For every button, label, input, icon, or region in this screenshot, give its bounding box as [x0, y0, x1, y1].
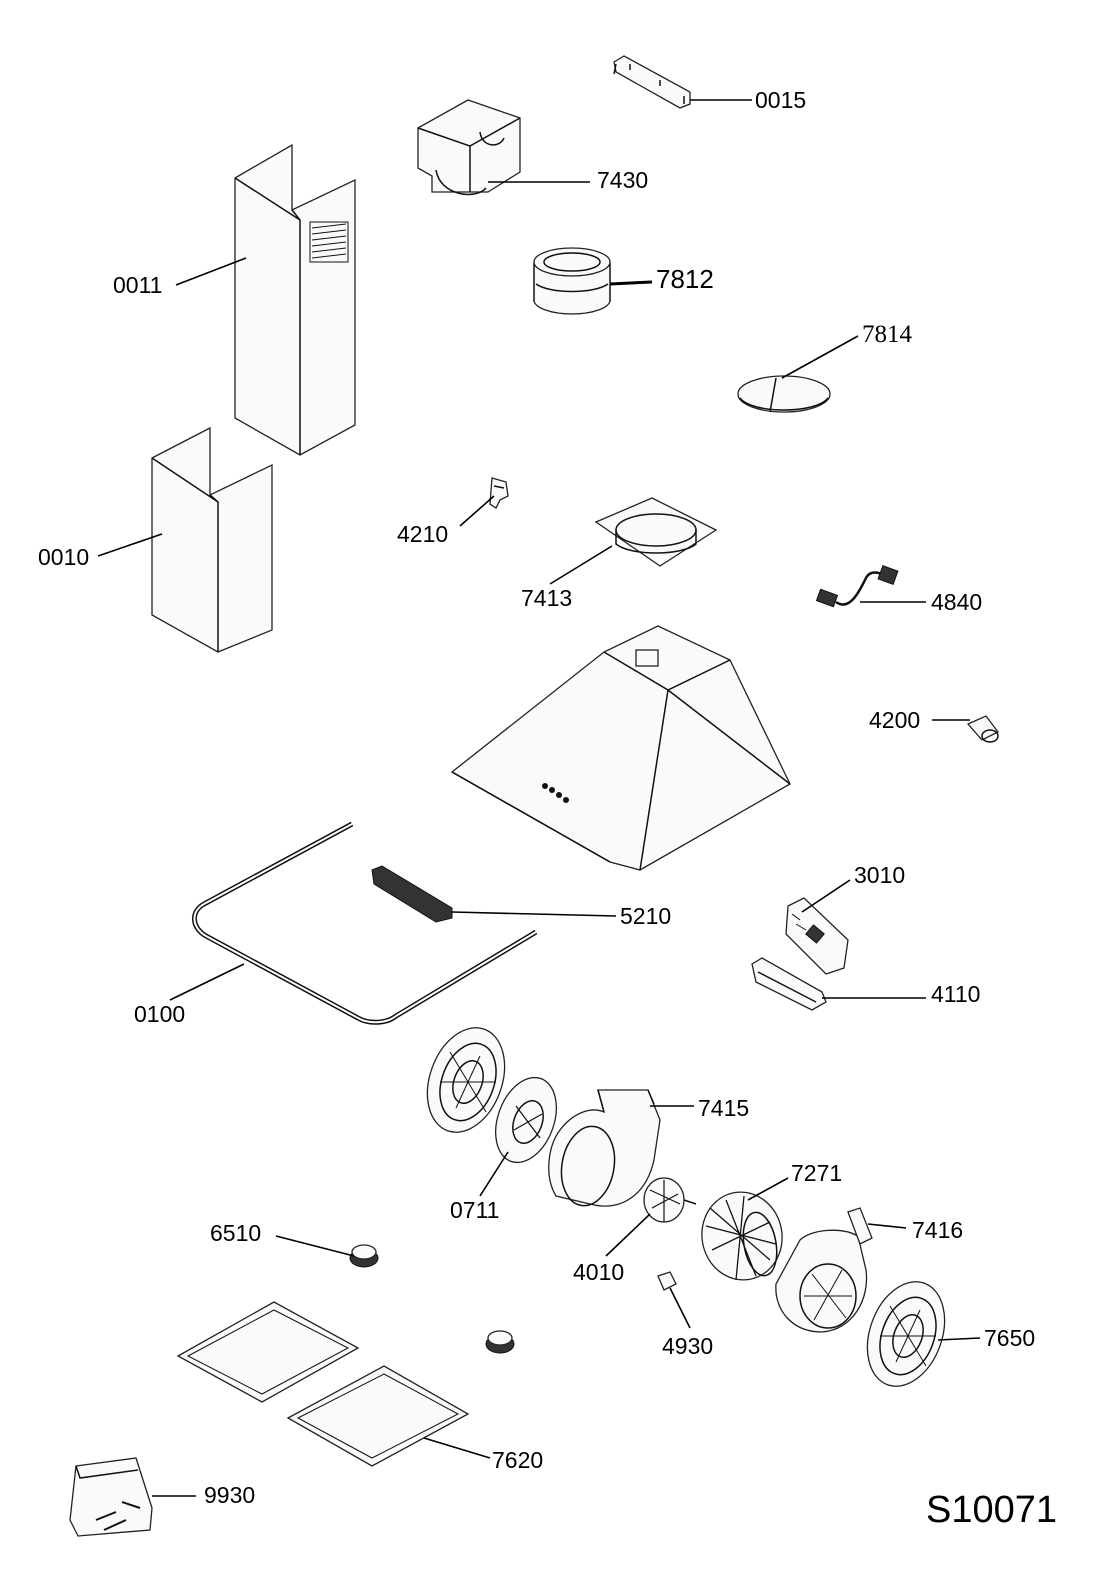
leader-0100: [169, 963, 245, 1001]
part-0010-lower-chimney[interactable]: [151, 426, 273, 653]
leader-6510: [275, 1235, 355, 1257]
label-0100[interactable]: 0100: [134, 1001, 185, 1027]
diagram-id: S10071: [926, 1489, 1057, 1531]
label-3010[interactable]: 5210: [620, 903, 671, 929]
part-9930-hardware-bag[interactable]: [69, 1457, 153, 1537]
part-7430-duct-adapter[interactable]: [417, 99, 521, 196]
label-7814[interactable]: 7814: [862, 321, 913, 348]
label-7271[interactable]: 7271: [791, 1160, 842, 1186]
label-7430[interactable]: 7430: [597, 167, 648, 193]
label-0010[interactable]: 0010: [38, 544, 89, 570]
part-4840-wiring-harness[interactable]: [815, 565, 899, 608]
label-5210[interactable]: 3010: [854, 862, 905, 888]
part-7620-grease-filter[interactable]: [286, 1365, 470, 1467]
leader-4010: [605, 1213, 651, 1257]
leader-4930: [669, 1287, 691, 1329]
part-7812-ring[interactable]: [533, 247, 611, 315]
label-4110[interactable]: 4110: [931, 981, 980, 1007]
label-4840[interactable]: 4840: [931, 589, 982, 615]
part-0015-bracket[interactable]: [613, 55, 691, 109]
label-7413[interactable]: 7413: [521, 585, 572, 611]
part-7416-housing[interactable]: [775, 1207, 873, 1333]
label-4200[interactable]: 4200: [869, 707, 920, 733]
label-7415[interactable]: 7415: [698, 1095, 749, 1121]
leader-4210: [459, 495, 495, 527]
second-knob: [485, 1330, 515, 1354]
label-0011[interactable]: 0011: [113, 272, 162, 298]
part-0100-frame[interactable]: [192, 821, 538, 1025]
label-4010[interactable]: 4010: [573, 1259, 624, 1285]
part-4200-lamp[interactable]: [966, 715, 999, 743]
leader-7650: [937, 1337, 981, 1341]
label-4210[interactable]: 4210: [397, 521, 448, 547]
part-4930-connector[interactable]: [657, 1271, 677, 1291]
part-7415-volute[interactable]: [548, 1089, 661, 1210]
leader-7416: [867, 1223, 907, 1229]
hood-canopy: [450, 625, 791, 871]
part-7814-damper-disk[interactable]: [737, 375, 831, 413]
part-0711-inlet-ring[interactable]: [485, 1069, 568, 1171]
part-7413-mounting-plate[interactable]: [594, 497, 718, 567]
label-0711[interactable]: 0711: [450, 1197, 499, 1223]
leader-7812: [609, 280, 653, 286]
label-4930[interactable]: 4930: [662, 1333, 713, 1359]
leader-0010: [97, 533, 163, 557]
leader-7413: [549, 545, 613, 585]
part-6510-knob[interactable]: [349, 1244, 379, 1268]
leader-7814: [781, 335, 859, 379]
leader-7271: [747, 1177, 789, 1201]
label-7812[interactable]: 7812: [656, 264, 714, 294]
part-0011-upper-chimney[interactable]: [234, 143, 356, 456]
left-fan-grille: [426, 1027, 506, 1133]
part-5210-pcb[interactable]: [785, 897, 849, 975]
leader-7620: [423, 1437, 491, 1459]
leader-3010: [451, 911, 617, 917]
label-9930[interactable]: 9930: [204, 1482, 255, 1508]
part-7271-impeller[interactable]: [695, 1186, 789, 1287]
label-0015[interactable]: 0015: [755, 87, 806, 113]
leader-5210: [801, 879, 851, 913]
part-4010-motor[interactable]: [643, 1177, 697, 1223]
part-7650-grille[interactable]: [854, 1271, 959, 1397]
grease-filter-upper: [176, 1301, 360, 1403]
label-7416[interactable]: 7416: [912, 1217, 963, 1243]
label-7650[interactable]: 7650: [984, 1325, 1035, 1351]
part-4110-cover[interactable]: [751, 957, 827, 1011]
leader-0011: [175, 257, 247, 286]
label-7620[interactable]: 7620: [492, 1447, 543, 1473]
part-4210-clip[interactable]: [489, 477, 509, 509]
label-6510[interactable]: 6510: [210, 1220, 261, 1246]
leader-0711: [479, 1151, 509, 1197]
part-3010-switch[interactable]: [371, 865, 453, 923]
